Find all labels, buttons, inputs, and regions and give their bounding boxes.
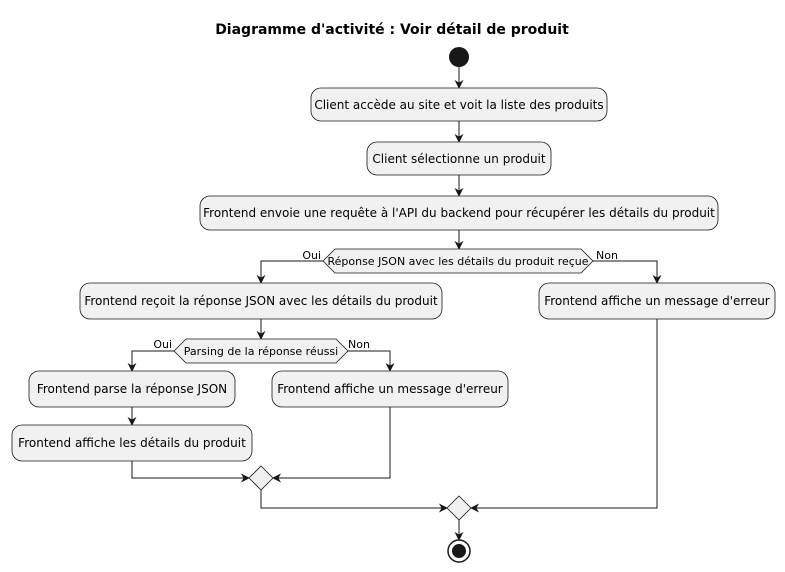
edge-m1-m2 — [260, 490, 448, 513]
edges — [127, 67, 662, 541]
decision-d2: Parsing de la réponse réussi Oui Non — [153, 338, 370, 364]
activity-a7-label: Frontend affiche un message d'erreur — [277, 382, 503, 396]
edge-a7-m1 — [272, 407, 391, 483]
merge-node-2 — [446, 495, 472, 521]
activity-a6: Frontend parse la réponse JSON — [28, 370, 236, 408]
decision-d2-label: Parsing de la réponse réussi — [184, 345, 338, 358]
edge-a8-m1 — [131, 461, 250, 483]
activity-a4: Frontend reçoit la réponse JSON avec les… — [79, 282, 443, 320]
end-node — [447, 539, 471, 563]
activity-a2: Client sélectionne un produit — [366, 141, 552, 176]
edge-d2-yes — [127, 350, 174, 372]
activity-a8: Frontend affiche les détails du produit — [11, 424, 253, 462]
activity-a1: Client accède au site et voit la liste d… — [310, 87, 608, 122]
activity-a5: Frontend affiche un message d'erreur — [538, 282, 776, 320]
edge-a5-m2 — [470, 319, 658, 513]
decision-d1-no-label: Non — [596, 249, 618, 262]
edge-d2-no — [348, 350, 395, 372]
decision-d1-label: Réponse JSON avec les détails du produit… — [327, 255, 588, 268]
activity-a4-label: Frontend reçoit la réponse JSON avec les… — [84, 294, 438, 308]
activity-a6-label: Frontend parse la réponse JSON — [37, 382, 227, 396]
merge-node-1 — [248, 465, 274, 491]
decision-d2-yes-label: Oui — [153, 338, 172, 351]
activity-a3-label: Frontend envoie une requête à l'API du b… — [203, 206, 715, 220]
start-node — [449, 47, 469, 67]
diagram-title: Diagramme d'activité : Voir détail de pr… — [215, 22, 569, 38]
decision-d1: Réponse JSON avec les détails du produit… — [302, 248, 618, 274]
decision-d2-no-label: Non — [348, 338, 370, 351]
edge-d1-no — [593, 260, 662, 284]
activity-a1-label: Client accède au site et voit la liste d… — [314, 98, 603, 112]
activity-a5-label: Frontend affiche un message d'erreur — [544, 294, 770, 308]
activity-a7: Frontend affiche un message d'erreur — [271, 370, 509, 408]
activity-a8-label: Frontend affiche les détails du produit — [18, 436, 246, 450]
activity-a3: Frontend envoie une requête à l'API du b… — [199, 195, 719, 231]
decision-d1-yes-label: Oui — [302, 249, 321, 262]
activity-a2-label: Client sélectionne un produit — [372, 152, 546, 166]
edge-d1-yes — [256, 260, 323, 284]
